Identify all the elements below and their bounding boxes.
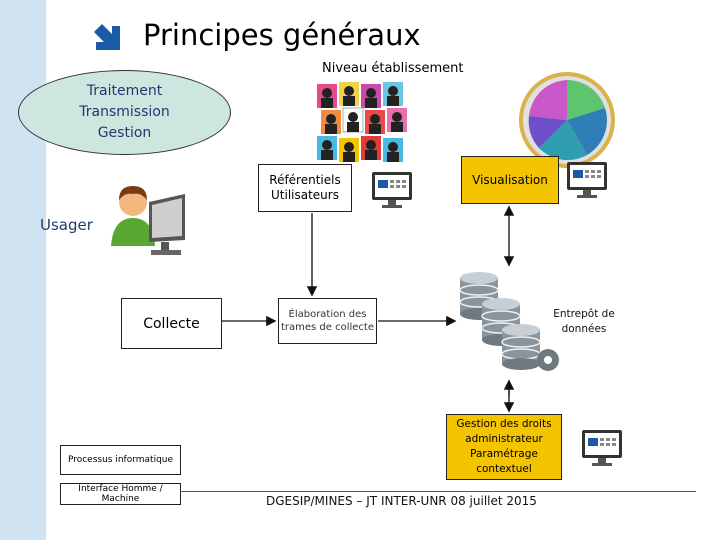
collecte-box: Collecte — [121, 298, 222, 349]
ellipse-line-gestion: Gestion — [97, 125, 152, 141]
droits-line3: Paramétrage contextuel — [470, 448, 538, 475]
entrepot-line1: Entrepôt de — [553, 308, 615, 320]
gestion-droits-box: Gestion des droits administrateur Paramé… — [446, 414, 562, 480]
elaboration-line1: Élaboration des — [288, 309, 367, 320]
footer-divider — [180, 491, 696, 492]
monitor-icon — [582, 430, 622, 466]
ellipse-line-traitement: Traitement — [86, 83, 163, 99]
visualisation-box: Visualisation — [461, 156, 559, 204]
slide-title: Principes généraux — [143, 18, 421, 52]
ellipse-line-transmission: Transmission — [79, 104, 170, 120]
legend-interface-label: Interface Homme / Machine — [78, 484, 163, 504]
monitor-icon — [372, 172, 412, 208]
referentiels-box: Référentiels Utilisateurs — [258, 164, 352, 212]
legend-processus-box: Processus informatique — [60, 445, 181, 475]
droits-line1: Gestion des droits — [456, 418, 552, 430]
collecte-label: Collecte — [143, 315, 200, 332]
entrepot-line2: données — [561, 323, 607, 335]
referentiels-line2: Utilisateurs — [271, 188, 339, 202]
database-stack-icon — [459, 272, 559, 371]
process-ellipse: Traitement Transmission Gestion — [18, 70, 231, 155]
user-at-computer-icon — [111, 186, 185, 255]
usager-label: Usager — [40, 216, 93, 234]
elaboration-line2: trames de collecte — [280, 322, 375, 333]
droits-line2: administrateur — [465, 433, 543, 445]
legend-processus-label: Processus informatique — [67, 455, 174, 465]
visualisation-label: Visualisation — [472, 173, 548, 187]
referentiels-line1: Référentiels — [269, 173, 341, 187]
elaboration-box: Élaboration des trames de collecte — [278, 298, 377, 344]
entrepot-label: Entrepôt de données — [546, 307, 622, 337]
people-collage-icon — [315, 80, 415, 170]
monitor-icon — [567, 162, 607, 198]
donut-chart-icon — [519, 72, 615, 168]
arrow-down-right-icon — [94, 24, 120, 50]
legend-interface-box: Interface Homme / Machine — [60, 483, 181, 505]
slide-footer: DGESIP/MINES – JT INTER-UNR 08 juillet 2… — [266, 494, 537, 508]
slide-subtitle: Niveau établissement — [322, 61, 464, 76]
